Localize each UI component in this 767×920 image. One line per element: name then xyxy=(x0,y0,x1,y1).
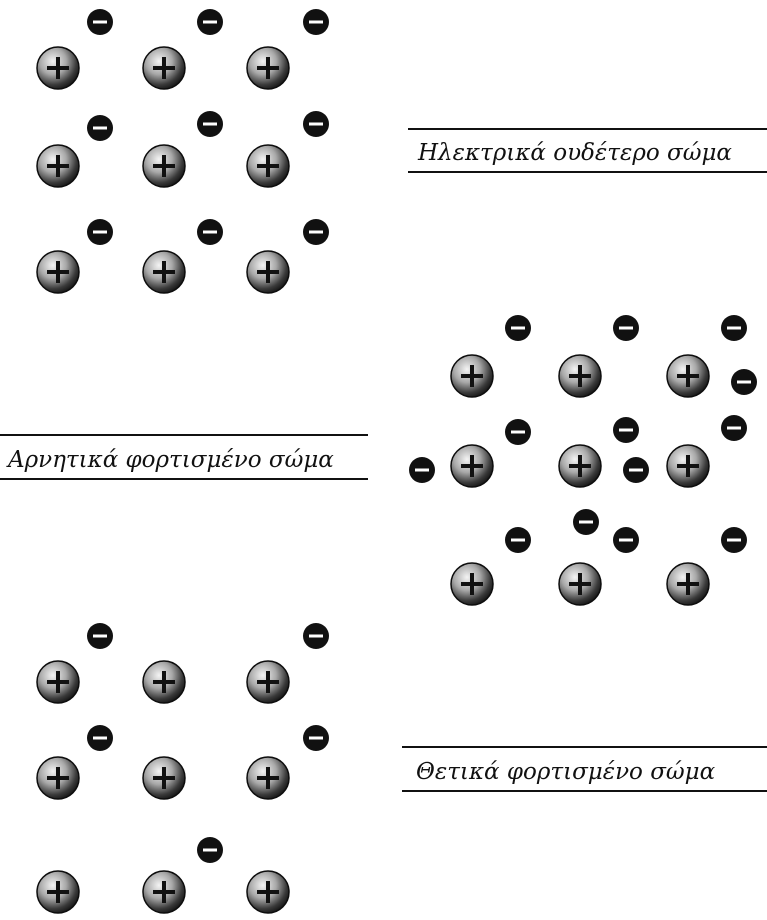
electron xyxy=(197,219,223,245)
electron xyxy=(87,219,113,245)
proton xyxy=(246,756,290,800)
proton xyxy=(36,756,80,800)
electron xyxy=(87,623,113,649)
electron xyxy=(721,527,747,553)
electron xyxy=(87,725,113,751)
proton xyxy=(666,444,710,488)
proton xyxy=(246,144,290,188)
proton xyxy=(142,144,186,188)
electron xyxy=(613,315,639,341)
electron xyxy=(197,837,223,863)
negative-label: Αρνητικά φορτισμένο σώμα xyxy=(6,447,334,473)
proton xyxy=(36,660,80,704)
electron xyxy=(303,219,329,245)
proton xyxy=(450,354,494,398)
electron xyxy=(721,315,747,341)
proton xyxy=(36,870,80,914)
positive-caption: Θετικά φορτισμένο σώμα xyxy=(402,746,767,792)
electron xyxy=(303,9,329,35)
electron xyxy=(613,527,639,553)
proton xyxy=(450,562,494,606)
proton xyxy=(666,562,710,606)
electron xyxy=(87,9,113,35)
proton xyxy=(558,354,602,398)
proton xyxy=(246,660,290,704)
electron xyxy=(87,115,113,141)
proton xyxy=(246,870,290,914)
proton xyxy=(558,562,602,606)
neutral-caption: Ηλεκτρικά ουδέτερο σώμα xyxy=(408,128,767,173)
electron xyxy=(303,725,329,751)
proton xyxy=(142,250,186,294)
proton xyxy=(666,354,710,398)
electron xyxy=(303,623,329,649)
electron xyxy=(573,509,599,535)
proton xyxy=(246,46,290,90)
proton xyxy=(558,444,602,488)
electron xyxy=(197,9,223,35)
electron xyxy=(505,315,531,341)
neutral-label: Ηλεκτρικά ουδέτερο σώμα xyxy=(417,140,732,166)
proton xyxy=(36,46,80,90)
proton xyxy=(246,250,290,294)
proton xyxy=(36,144,80,188)
electron xyxy=(613,417,639,443)
proton xyxy=(142,756,186,800)
electron xyxy=(623,457,649,483)
electron xyxy=(409,457,435,483)
negative-body xyxy=(409,315,757,606)
proton xyxy=(142,46,186,90)
neutral-body xyxy=(36,9,329,294)
electron xyxy=(303,111,329,137)
positive-label: Θετικά φορτισμένο σώμα xyxy=(416,759,716,785)
proton xyxy=(450,444,494,488)
proton xyxy=(142,660,186,704)
electron xyxy=(505,527,531,553)
proton xyxy=(142,870,186,914)
electron xyxy=(721,415,747,441)
positive-body xyxy=(36,623,329,914)
electron xyxy=(197,111,223,137)
negative-caption: Αρνητικά φορτισμένο σώμα xyxy=(0,434,368,480)
electron xyxy=(505,419,531,445)
electron xyxy=(731,369,757,395)
proton xyxy=(36,250,80,294)
